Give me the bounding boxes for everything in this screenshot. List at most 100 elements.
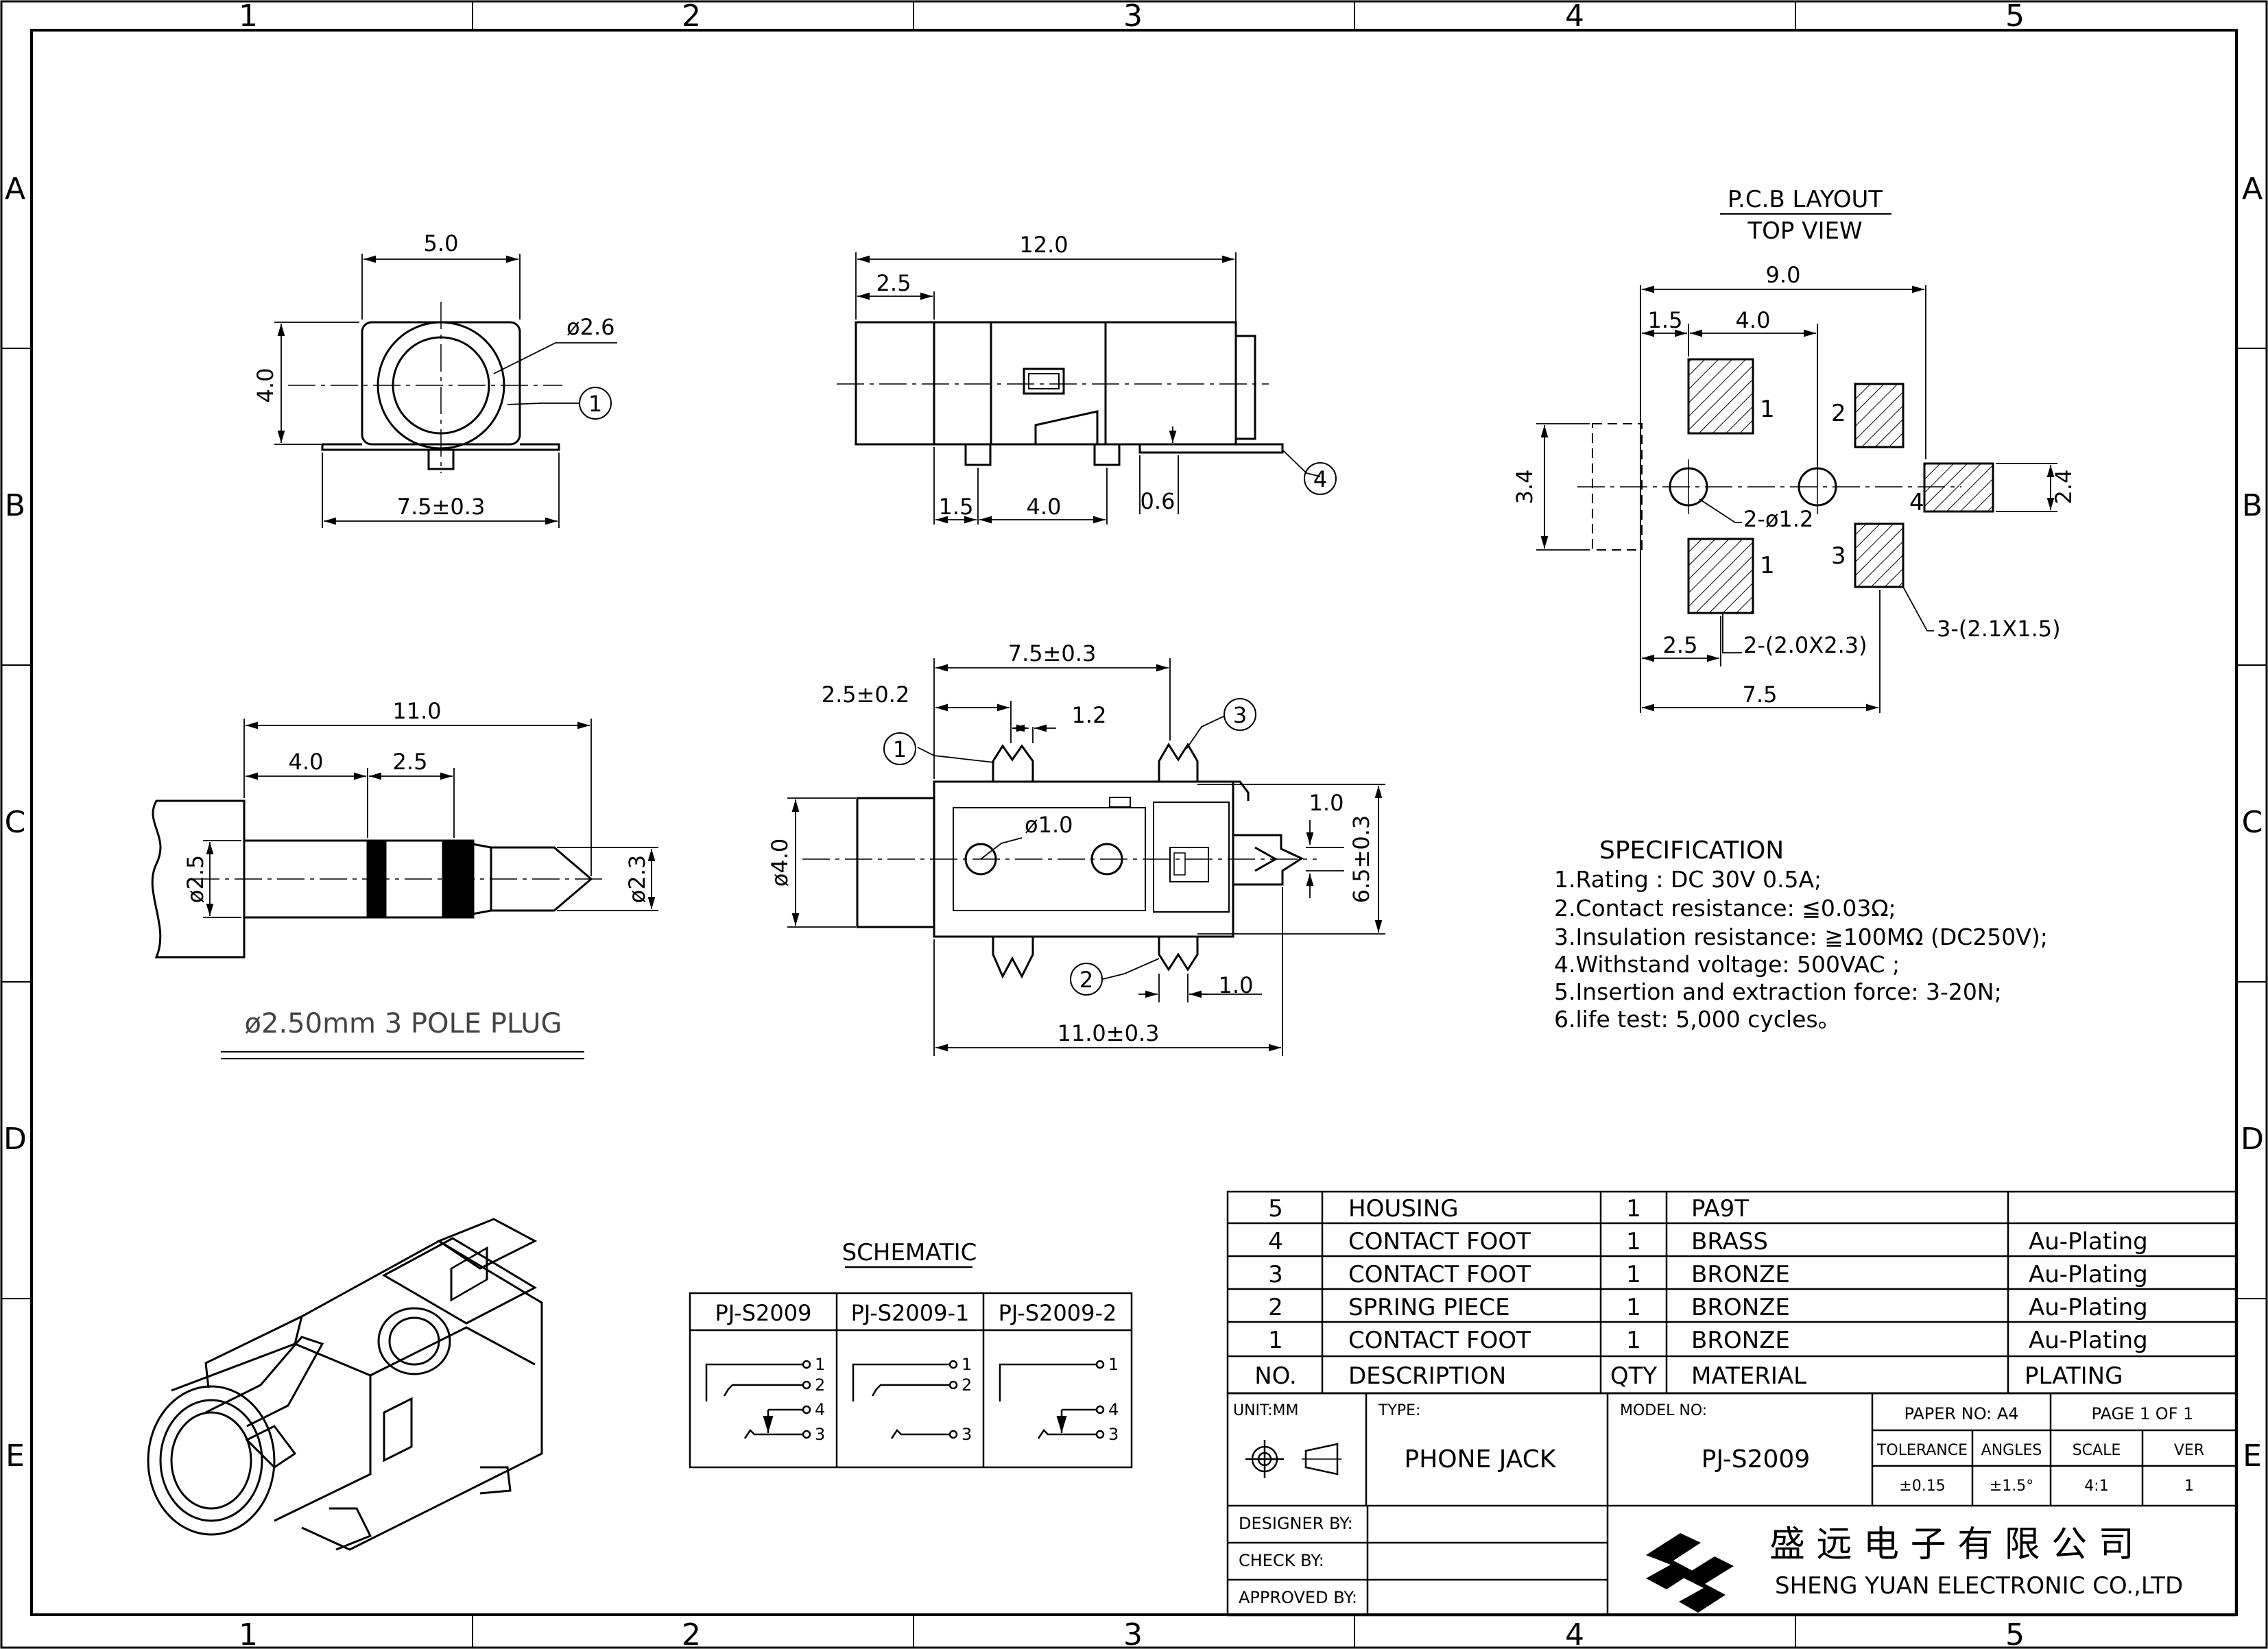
plug-seg1-label: 4.0 <box>289 749 324 775</box>
row-label: E <box>2243 1439 2262 1473</box>
unit-label: UNIT:MM <box>1233 1402 1298 1419</box>
pcb-pad-labels: 1 2 4 1 3 <box>1760 396 1924 579</box>
bom-qty: 1 <box>1626 1327 1641 1354</box>
bom-plating: Au-Plating <box>2029 1261 2148 1288</box>
row-label: B <box>2242 488 2263 523</box>
bom-material: BRONZE <box>1691 1294 1790 1321</box>
row-label: A <box>2242 171 2263 206</box>
row-label: D <box>2241 1122 2264 1157</box>
side-pin-offset-label: 1.5 <box>939 494 974 520</box>
company-name-en: SHENG YUAN ELECTRONIC CO.,LTD <box>1775 1572 2183 1600</box>
row-label: D <box>3 1122 27 1157</box>
bom-desc: SPRING PIECE <box>1348 1294 1510 1321</box>
pcb-layout <box>1536 285 2057 713</box>
pin-label: 2 <box>962 1375 972 1395</box>
bom-no: 5 <box>1268 1195 1283 1223</box>
scale-label: SCALE <box>2073 1442 2121 1459</box>
spec-item: 6.life test: 5,000 cycles。 <box>1554 1006 1841 1033</box>
top-view <box>787 658 1385 1056</box>
col-label: 4 <box>1565 1617 1584 1649</box>
plug-seg2-label: 2.5 <box>393 749 428 775</box>
ver-label: VER <box>2174 1442 2204 1459</box>
col-label: 5 <box>2005 1617 2025 1649</box>
angles-label: ANGLES <box>1981 1442 2042 1459</box>
front-base-label: 7.5±0.3 <box>397 494 486 520</box>
side-nose-label: 2.5 <box>876 270 911 296</box>
pin-label: 1 <box>1108 1355 1119 1374</box>
pcb-left-offset-label: 1.5 <box>1648 307 1683 333</box>
row-label: B <box>5 488 25 523</box>
pad-label: 3 <box>1831 542 1846 570</box>
side-length-label: 12.0 <box>1019 232 1068 258</box>
side-view <box>837 252 1337 525</box>
pcb-width-label: 9.0 <box>1766 262 1801 288</box>
top-view-dims: 7.5±0.3 2.5±0.2 1.2 1.0 6.5±0.3 ø4.0 ø1.… <box>767 640 1374 1046</box>
type-label: TYPE: <box>1378 1402 1420 1419</box>
pad-label: 1 <box>1760 552 1775 579</box>
top-right-gap-label: 1.0 <box>1309 790 1344 816</box>
designer-label: DESIGNER BY: <box>1239 1514 1353 1533</box>
top-hole-label: ø1.0 <box>1025 812 1073 838</box>
paper-no: PAPER NO: A4 <box>1904 1404 2018 1423</box>
bom-header-material: MATERIAL <box>1691 1362 1806 1390</box>
top-height-label: 6.5±0.3 <box>1348 815 1374 904</box>
top-offset-label: 2.5±0.2 <box>822 682 910 708</box>
pcb-pad-1b <box>1687 538 1754 614</box>
isometric-view <box>147 1218 543 1551</box>
tolerance-value: ±0.15 <box>1899 1478 1945 1495</box>
callout-top-1: 1 <box>893 736 907 762</box>
pcb-subtitle-text: TOP VIEW <box>1747 217 1862 245</box>
front-height-label: 4.0 <box>252 368 278 403</box>
schematic-text: SCHEMATIC PJ-S2009 PJ-S2009-1 PJ-S2009-2… <box>715 1239 1119 1444</box>
spec-item: 3.Insulation resistance: ≧100MΩ (DC250V)… <box>1554 924 2048 950</box>
pcb-pad1-label: 2-(2.0X2.3) <box>1743 632 1867 658</box>
bom-desc: CONTACT FOOT <box>1348 1261 1531 1288</box>
pcb-holes-label: 2-ø1.2 <box>1743 506 1813 532</box>
bom-desc: HOUSING <box>1348 1195 1459 1223</box>
schematic <box>689 1266 1133 1469</box>
side-view-dims: 12.0 2.5 1.5 4.0 0.6 4 <box>876 232 1328 520</box>
plug-length-label: 11.0 <box>392 698 441 724</box>
title-block <box>1226 1392 2237 1617</box>
bom-qty: 1 <box>1626 1294 1641 1321</box>
callout-4: 4 <box>1313 466 1327 492</box>
plug-caption: ø2.50mm 3 POLE PLUG <box>245 1008 562 1039</box>
title-block-text: UNIT:MM TYPE: PHONE JACK MODEL NO: PJ-S2… <box>1233 1402 2204 1607</box>
schematic-col: PJ-S2009-2 <box>999 1300 1117 1326</box>
col-label: 3 <box>1123 0 1143 34</box>
pcb-height-left-label: 3.4 <box>1512 470 1538 505</box>
front-view <box>274 254 617 528</box>
spec-item: 5.Insertion and extraction force: 3-20N; <box>1554 978 2002 1005</box>
callout-top-3: 3 <box>1233 702 1247 728</box>
front-bore-label: ø2.6 <box>566 314 614 340</box>
plug-drawing <box>151 719 658 1059</box>
scale-value: 4:1 <box>2084 1478 2108 1495</box>
bom-plating: Au-Plating <box>2029 1294 2148 1321</box>
bom-material: PA9T <box>1691 1195 1749 1223</box>
pin-label: 2 <box>815 1375 825 1395</box>
pad-label: 2 <box>1831 400 1846 427</box>
bom-desc: CONTACT FOOT <box>1348 1327 1531 1354</box>
callout-1: 1 <box>588 391 602 417</box>
pin-label: 4 <box>815 1400 825 1419</box>
pcb-pad3-label: 3-(2.1X1.5) <box>1937 616 2061 642</box>
col-label: 1 <box>239 0 258 34</box>
pin-label: 4 <box>1108 1400 1119 1419</box>
bom-header-plating: PLATING <box>2025 1362 2123 1390</box>
pcb-pad-3 <box>1854 522 1905 588</box>
pcb-bottom-width-label: 7.5 <box>1743 682 1778 708</box>
company-logo <box>1646 1533 1734 1613</box>
bom-no: 1 <box>1268 1327 1283 1354</box>
approved-label: APPROVED BY: <box>1239 1588 1357 1607</box>
bom-material: BRASS <box>1691 1228 1768 1255</box>
pad-label: 1 <box>1760 396 1775 423</box>
bom-plating: Au-Plating <box>2029 1228 2148 1255</box>
col-label: 4 <box>1565 0 1584 34</box>
check-label: CHECK BY: <box>1239 1551 1324 1570</box>
pin-label: 3 <box>962 1425 972 1444</box>
bom-qty: 1 <box>1626 1261 1641 1288</box>
bom-text: 5 HOUSING 1 PA9T 4 CONTACT FOOT 1 BRASS … <box>1254 1195 2148 1390</box>
type-value: PHONE JACK <box>1405 1445 1557 1473</box>
frame-labels: 1 2 3 4 5 1 2 3 4 5 A B C D E A B C D E <box>3 0 2264 1649</box>
